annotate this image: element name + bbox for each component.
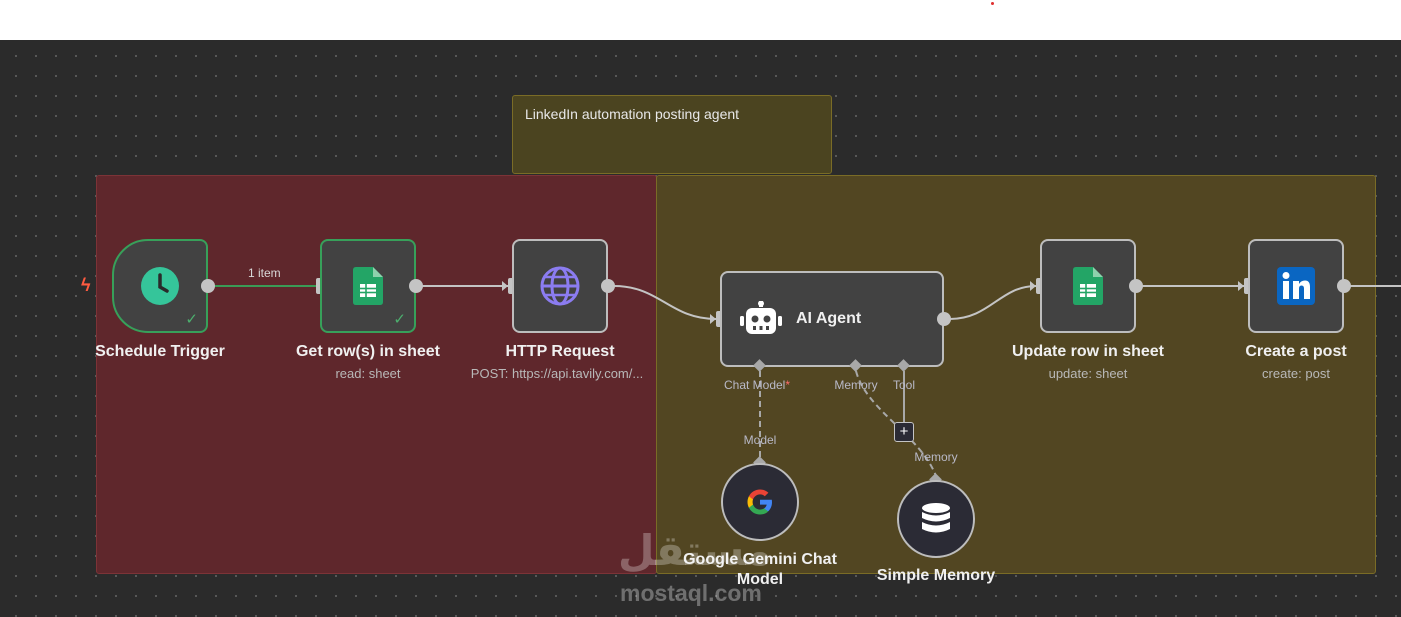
input-port[interactable] bbox=[1244, 278, 1251, 294]
node-label: Get row(s) in sheet bbox=[295, 343, 441, 360]
input-port[interactable] bbox=[1036, 278, 1043, 294]
clock-icon bbox=[141, 267, 179, 305]
database-icon bbox=[922, 503, 950, 533]
node-subtitle: POST: https://api.tavily.com/... bbox=[470, 366, 644, 381]
chat-model-text: Chat Model bbox=[723, 378, 786, 392]
node-subtitle: create: post bbox=[1262, 366, 1330, 381]
top-bar bbox=[0, 0, 1401, 40]
input-port[interactable] bbox=[508, 278, 515, 294]
google-icon bbox=[747, 489, 772, 515]
output-port[interactable] bbox=[937, 312, 951, 326]
chat-model-input-label: Chat Model* bbox=[724, 378, 790, 392]
connection-memory bbox=[855, 370, 937, 477]
connections-layer bbox=[214, 281, 1401, 477]
model-input-label: Model bbox=[743, 433, 777, 447]
notification-dot bbox=[991, 2, 994, 5]
output-port[interactable] bbox=[1337, 279, 1351, 293]
edge-item-count: 1 item bbox=[248, 266, 281, 280]
globe-icon bbox=[540, 266, 580, 306]
sticky-note-text: LinkedIn automation posting agent bbox=[525, 106, 740, 122]
node-label: Create a post bbox=[1245, 343, 1347, 360]
sticky-note-title[interactable]: LinkedIn automation posting agent bbox=[512, 95, 832, 174]
memory-input-label: Memory bbox=[834, 378, 878, 392]
watermark-url: mostaql.com bbox=[620, 580, 762, 606]
update-row-node[interactable] bbox=[1040, 239, 1136, 333]
add-tool-button[interactable]: + bbox=[894, 422, 914, 442]
output-port[interactable] bbox=[409, 279, 423, 293]
node-label: Schedule Trigger bbox=[95, 343, 225, 360]
input-port[interactable] bbox=[716, 311, 723, 327]
arrow-head bbox=[1030, 281, 1036, 291]
success-check-icon: ✓ bbox=[185, 311, 198, 328]
node-subtitle: update: sheet bbox=[1048, 366, 1128, 381]
schedule-trigger-node[interactable]: ✓ bbox=[112, 239, 208, 333]
node-label: Update row in sheet bbox=[1011, 343, 1165, 360]
tool-input-label: Tool bbox=[892, 378, 916, 392]
arrow-head bbox=[1238, 281, 1244, 291]
trigger-bolt-icon: ϟ bbox=[81, 275, 91, 295]
linkedin-icon bbox=[1277, 267, 1315, 305]
output-port[interactable] bbox=[201, 279, 215, 293]
output-port[interactable] bbox=[601, 279, 615, 293]
http-request-node[interactable] bbox=[512, 239, 608, 333]
google-sheets-icon bbox=[1073, 267, 1103, 305]
node-label: HTTP Request bbox=[505, 343, 615, 360]
ai-agent-label: AI Agent bbox=[796, 310, 862, 327]
node-label: Simple Memory bbox=[876, 567, 996, 584]
get-rows-node[interactable]: ✓ bbox=[320, 239, 416, 333]
ai-agent-node[interactable]: AI Agent bbox=[720, 271, 944, 367]
gemini-chat-model-node[interactable] bbox=[721, 463, 799, 541]
connection-agent-to-update bbox=[949, 285, 1037, 320]
google-sheets-icon bbox=[353, 267, 383, 305]
arrow-head bbox=[502, 281, 508, 291]
create-post-node[interactable] bbox=[1248, 239, 1344, 333]
node-label: Google Gemini Chat bbox=[683, 551, 837, 568]
workflow-canvas[interactable]: LinkedIn automation posting agent ϟ ✓ Sc… bbox=[0, 40, 1401, 617]
node-label: Model bbox=[736, 571, 784, 588]
output-port[interactable] bbox=[1129, 279, 1143, 293]
input-port[interactable] bbox=[316, 278, 323, 294]
required-mark: * bbox=[785, 378, 791, 392]
watermark-logo: مستقل bbox=[618, 527, 772, 574]
memory-sub-input-label: Memory bbox=[914, 450, 958, 464]
connection-http-to-agent bbox=[613, 285, 717, 320]
success-check-icon: ✓ bbox=[393, 311, 406, 328]
node-subtitle: read: sheet bbox=[335, 366, 401, 381]
simple-memory-node[interactable] bbox=[897, 480, 975, 558]
arrow-head bbox=[710, 314, 716, 324]
robot-icon bbox=[740, 301, 782, 334]
